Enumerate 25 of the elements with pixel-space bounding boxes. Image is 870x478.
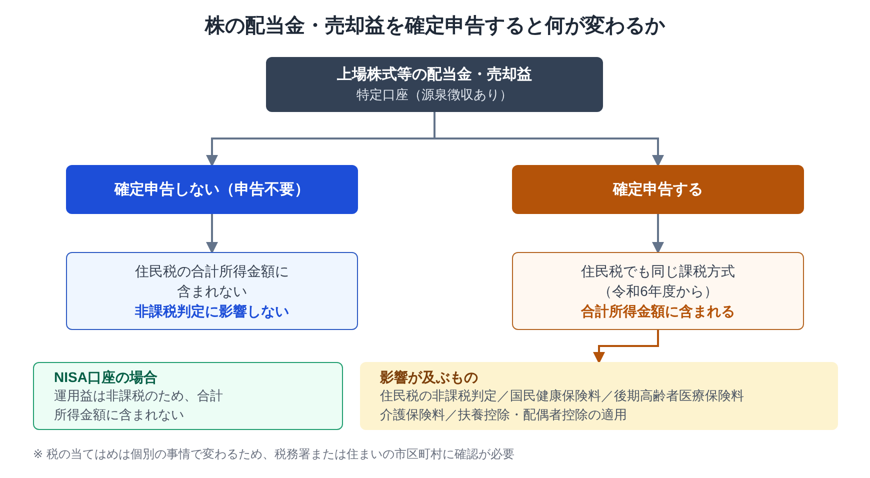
arrow — [593, 330, 659, 364]
process-box — [66, 165, 358, 214]
box-text: 住民税の合計所得金額に含まれない — [134, 262, 290, 301]
box-heading: 確定申告する — [613, 180, 703, 200]
arrow — [652, 214, 664, 254]
process-box — [66, 252, 358, 330]
box-subtext: 特定口座（源泉徴収あり） — [356, 86, 512, 104]
process-box — [512, 252, 804, 330]
process-box — [360, 362, 838, 430]
box-heading: 確定申告しない（申告不要） — [114, 180, 310, 200]
box-heading: 上場株式等の配当金・売却益 — [337, 65, 532, 86]
footnote: ※ 税の当てはめは個別の事情で変わるため、税務署または住まいの市区町村に確認が必要 — [33, 446, 514, 463]
arrow — [206, 214, 218, 254]
process-box — [266, 57, 603, 112]
title: 株の配当金・売却益を確定申告すると何が変わるか — [204, 14, 666, 39]
process-box — [33, 362, 343, 430]
box-text: 運用益は非課税のため、合計所得金額に含まれない — [54, 387, 224, 424]
emphasis-text: 非課税判定に影響しない — [135, 302, 289, 322]
emphasis-text: 合計所得金額に含まれる — [581, 302, 735, 322]
box-text: 住民税の非課税判定／国民健康保険料／後期高齢者医療保険料介護保険料／扶養控除・配偶者控除の適用 — [380, 387, 745, 424]
box-text: 住民税でも同じ課税方式（令和6年度から） — [580, 262, 736, 301]
box-heading: NISA口座の場合 — [54, 368, 158, 387]
arrow — [434, 112, 664, 167]
process-box — [512, 165, 804, 214]
box-heading: 影響が及ぶもの — [380, 368, 478, 387]
